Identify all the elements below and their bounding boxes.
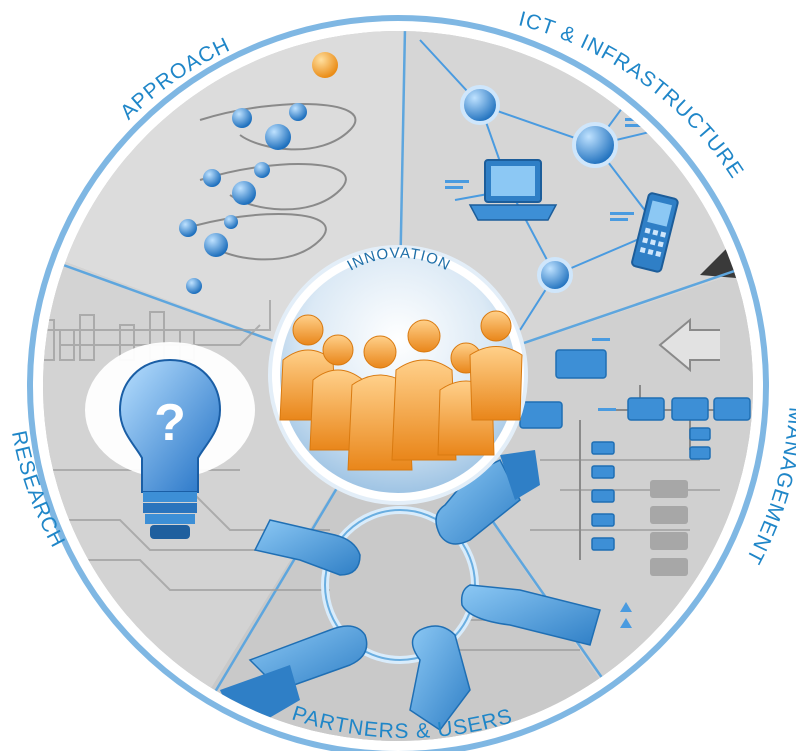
lightbulb-question-icon: ? — [118, 358, 222, 539]
svg-text:?: ? — [154, 394, 186, 452]
people-group-icon — [279, 310, 523, 471]
network-devices-icon — [419, 39, 701, 331]
org-chart-icon — [519, 317, 751, 628]
molecule-helix-icon — [179, 52, 357, 294]
